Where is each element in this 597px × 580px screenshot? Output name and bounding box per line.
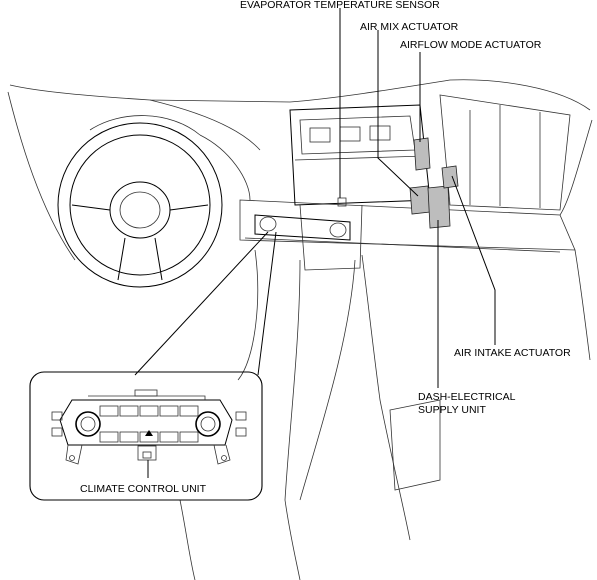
dashboard-outline — [7, 79, 593, 580]
leader-lines — [134, 8, 496, 388]
dash-electrical-supply-unit — [427, 185, 451, 229]
air-mix-actuator — [409, 185, 431, 215]
airflow-mode-actuator — [413, 137, 431, 171]
leader-callout-left — [134, 231, 269, 376]
label-evaporator-temperature-sensor: EVAPORATOR TEMPERATURE SENSOR — [240, 0, 440, 11]
labels: EVAPORATOR TEMPERATURE SENSOR AIR MIX AC… — [80, 0, 571, 495]
actuators — [409, 137, 459, 229]
label-dash-electrical-line1: DASH-ELECTRICAL — [418, 391, 516, 403]
label-dash-electrical-line2: SUPPLY UNIT — [418, 404, 486, 416]
leader-air-mix — [377, 30, 419, 197]
climate-control-callout — [29, 371, 263, 501]
center-panel — [254, 214, 351, 241]
steering-wheel — [57, 115, 251, 288]
label-climate-control-unit: CLIMATE CONTROL UNIT — [80, 483, 207, 495]
leader-air-intake — [451, 175, 496, 345]
label-airflow-mode-actuator: AIRFLOW MODE ACTUATOR — [400, 39, 542, 51]
label-air-mix-actuator: AIR MIX ACTUATOR — [360, 21, 459, 33]
label-air-intake-actuator: AIR INTAKE ACTUATOR — [454, 347, 571, 359]
leader-callout-right — [257, 231, 277, 376]
